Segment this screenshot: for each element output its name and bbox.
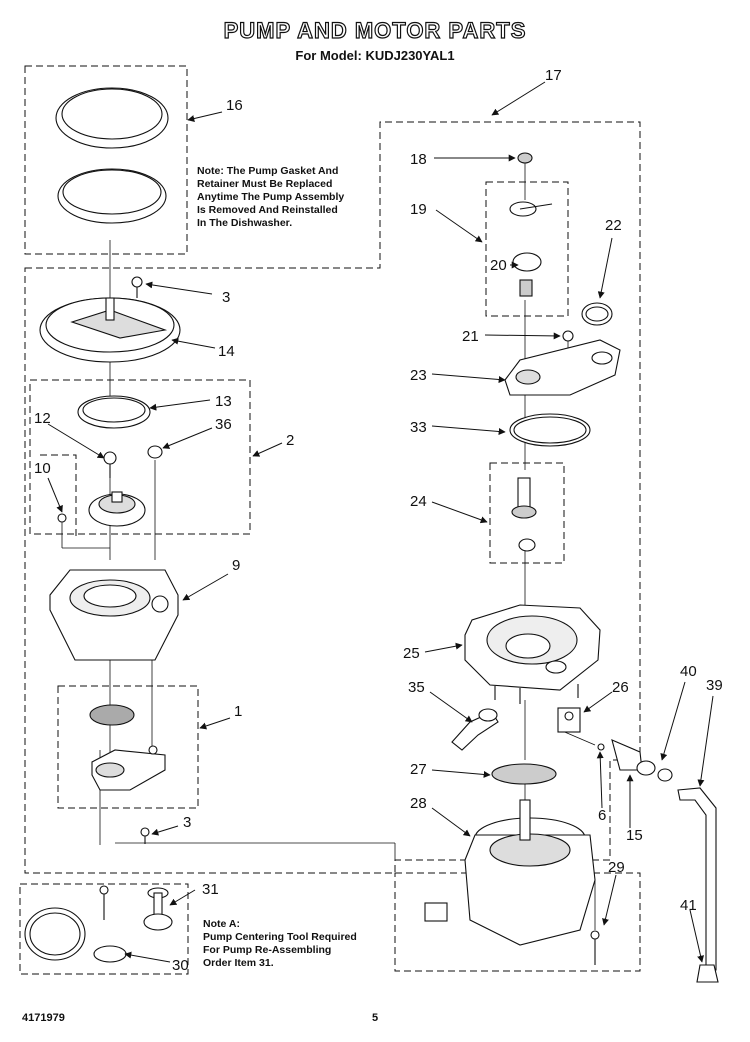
callout-14: 14	[218, 343, 235, 360]
part-16-ring	[55, 87, 169, 224]
box-item-30	[19, 883, 189, 975]
footer-page-number: 5	[372, 1012, 379, 1024]
callout-22: 22	[605, 217, 622, 234]
note-a-line: For Pump Re-Assembling	[203, 944, 332, 956]
part-19-lever	[509, 201, 553, 297]
gasket-note-line: Note: The Pump Gasket And	[197, 165, 339, 177]
part-36-ring	[147, 445, 163, 459]
callout-25: 25	[403, 645, 420, 662]
part-31-centering-tool	[143, 887, 173, 931]
callout-18: 18	[410, 151, 427, 168]
box-item-24	[489, 462, 565, 564]
part-39-hose	[677, 787, 719, 983]
part-29-screw	[590, 930, 600, 965]
callout-26: 26	[612, 679, 629, 696]
part-1-filter	[89, 704, 166, 791]
callout-17: 17	[545, 67, 562, 84]
callout-9: 9	[232, 557, 240, 574]
part-24-seal	[511, 477, 537, 552]
callout-31: 31	[202, 881, 219, 898]
part-27-slinger	[491, 763, 557, 785]
gasket-note-line: Is Removed And Reinstalled	[197, 204, 338, 216]
part-21-screw	[562, 330, 574, 342]
callout-19: 19	[410, 201, 427, 218]
part-impeller	[88, 491, 146, 527]
callout-28: 28	[410, 795, 427, 812]
group-boxes	[19, 65, 641, 975]
callout-30: 30	[172, 957, 189, 974]
callout-33: 33	[410, 419, 427, 436]
gasket-note: Note: The Pump Gasket And Retainer Must …	[197, 165, 344, 230]
callout-2: 2	[286, 432, 294, 449]
callout-12: 12	[34, 410, 51, 427]
callout-29: 29	[608, 859, 625, 876]
callout-41: 41	[680, 897, 697, 914]
note-a-line: Note A:	[203, 918, 240, 930]
callout-labels: 16 17 18 19 20 22 3 14 21 23 13 12 36 2 …	[34, 67, 723, 974]
callout-10: 10	[34, 460, 51, 477]
part-18-washer	[517, 152, 533, 164]
leader-arrows	[47, 81, 714, 963]
callout-27: 27	[410, 761, 427, 778]
part-13-ring	[77, 395, 151, 429]
callout-16: 16	[226, 97, 243, 114]
part-26-bracket	[557, 707, 581, 733]
footer-part-number: 4171979	[22, 1012, 65, 1024]
callout-15: 15	[626, 827, 643, 844]
part-9-housing	[49, 569, 179, 661]
note-a-line: Pump Centering Tool Required	[203, 931, 357, 943]
callout-21: 21	[462, 328, 479, 345]
part-12-screw	[103, 451, 117, 478]
part-3-screw-bottom	[140, 827, 150, 844]
box-item-19	[485, 181, 569, 317]
callout-24: 24	[410, 493, 427, 510]
page-title: PUMP AND MOTOR PARTS	[223, 17, 527, 43]
callout-36: 36	[215, 416, 232, 433]
callout-20: 20	[490, 257, 507, 274]
part-30-kit	[24, 885, 127, 963]
part-25-base	[464, 604, 601, 704]
part-14-cover	[39, 297, 181, 363]
callout-3-top: 3	[222, 289, 230, 306]
part-3-screw-top	[131, 276, 143, 298]
model-subtitle: For Model: KUDJ230YAL1	[295, 48, 455, 63]
part-33-gasket	[509, 413, 591, 447]
box-item-10	[40, 454, 77, 540]
part-35-elbow	[451, 708, 499, 751]
gasket-note-line: Retainer Must Be Replaced	[197, 178, 333, 190]
gasket-note-line: In The Dishwasher.	[197, 217, 293, 229]
parts	[24, 87, 719, 983]
part-15-valve	[597, 739, 673, 782]
callout-3-bottom: 3	[183, 814, 191, 831]
note-a: Note A: Pump Centering Tool Required For…	[203, 918, 357, 970]
callout-39: 39	[706, 677, 723, 694]
callout-1: 1	[234, 703, 242, 720]
note-a-line: Order Item 31.	[203, 957, 274, 969]
part-28-motor	[424, 799, 596, 946]
box-item-17	[24, 121, 641, 874]
part-22-ring	[581, 302, 613, 326]
box-item-16	[24, 65, 188, 255]
box-item-2	[29, 379, 251, 535]
part-23-plate	[504, 339, 621, 396]
box-item-1	[57, 685, 199, 809]
gasket-note-line: Anytime The Pump Assembly	[197, 191, 345, 203]
assembly-lines	[61, 160, 596, 930]
callout-23: 23	[410, 367, 427, 384]
callout-40: 40	[680, 663, 697, 680]
callout-13: 13	[215, 393, 232, 410]
callout-6: 6	[598, 807, 606, 824]
callout-35: 35	[408, 679, 425, 696]
part-10-screw	[57, 513, 67, 523]
